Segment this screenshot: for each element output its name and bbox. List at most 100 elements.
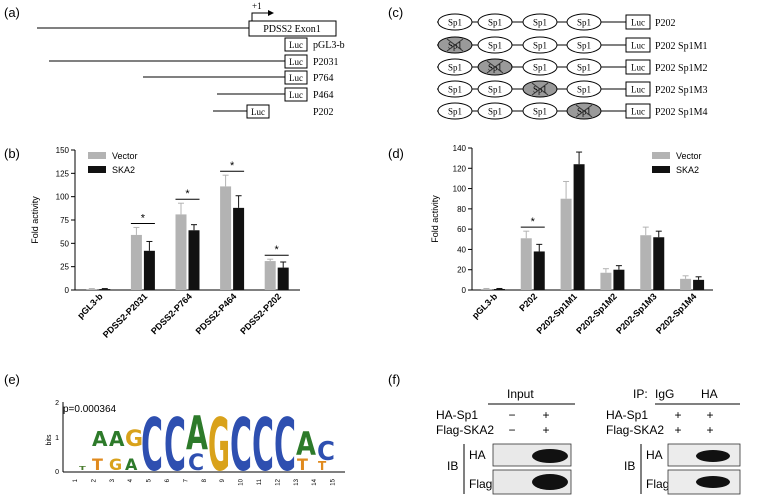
blot-flag-label-ip: Flag: [646, 477, 669, 491]
luc-box: [284, 70, 308, 85]
y-tick-label: 100: [453, 185, 467, 194]
blot-band-flag-ip: [696, 476, 730, 488]
sp1-site: [522, 58, 558, 76]
logo-letter: G: [125, 427, 143, 452]
x-tick-label: PDSS2-P2031: [101, 291, 149, 339]
bar-vector: [680, 278, 692, 290]
blot-band-ha-input: [532, 449, 568, 463]
panel-f-label: (f): [388, 372, 400, 387]
ip-igg-label: IgG: [655, 387, 674, 401]
sp1-label: Sp1: [577, 63, 591, 73]
mutation-cross: [575, 104, 593, 118]
logo-position-label: 3: [110, 478, 116, 482]
logo-letter: G: [208, 403, 230, 487]
bar-vector: [130, 234, 142, 290]
x-tick-label: PDSS2-P464: [194, 291, 239, 336]
y-tick-label: 25: [60, 263, 69, 272]
ip-ha-sp1-igg: +: [674, 408, 681, 422]
sp1-label: Sp1: [448, 85, 462, 95]
ip-flag-ska2-ha: +: [706, 423, 713, 437]
bar-ska2: [233, 207, 245, 290]
sp1-label: Sp1: [533, 18, 547, 28]
luc-label: Luc: [251, 107, 265, 117]
exon1-label: PDSS2 Exon1: [263, 24, 321, 35]
legend-label: SKA2: [676, 165, 699, 175]
sp1-label: Sp1: [577, 41, 591, 51]
y-tick-label: 100: [56, 193, 70, 202]
sp1-construct-rows: Sp1Sp1Sp1Sp1LucP202Sp1Sp1Sp1Sp1LucP202 S…: [437, 13, 708, 120]
logo-ytick: 0: [55, 469, 59, 476]
bar-vector: [640, 235, 652, 290]
logo-letter: C: [317, 437, 335, 467]
bar-ska2: [188, 230, 200, 290]
sp1-site: [437, 58, 473, 76]
bar-vector: [86, 289, 98, 290]
luc-box: [284, 87, 308, 102]
mutation-cross: [531, 82, 549, 96]
bar-ska2: [533, 251, 545, 290]
logo-letter: C: [230, 403, 252, 487]
ib-label-input: IB: [447, 459, 458, 473]
bar-ska2: [613, 269, 625, 290]
significance-star: *: [230, 160, 235, 172]
legend-swatch-vector: [88, 152, 106, 159]
construct-label: P202: [313, 107, 334, 118]
y-tick-label: 125: [56, 169, 70, 178]
blot-band-flag-input: [532, 474, 568, 490]
bar-vector: [480, 288, 492, 290]
logo-position-label: 11: [257, 478, 263, 485]
construct-label: P764: [313, 73, 334, 84]
significance-star: *: [275, 244, 280, 256]
y-tick-label: 0: [65, 286, 70, 295]
tss-arrowhead: [268, 10, 274, 16]
panel-f: (f) Input IP: IgG HA HA-Sp1 Flag-SKA2 − …: [388, 372, 741, 495]
sequence-logo: T A T A G G A C C A C G C C C A T C T: [79, 403, 335, 487]
logo-position-label: 13: [294, 478, 300, 485]
sp1-site: [477, 102, 513, 120]
legend-label: SKA2: [112, 165, 135, 175]
significance-star: *: [141, 212, 146, 224]
logo-position-label: 8: [202, 478, 208, 482]
blot-ha-label-input: HA: [469, 448, 486, 462]
logo-letter: C: [141, 403, 163, 487]
bar-ska2: [143, 250, 155, 290]
mutation-cross: [446, 38, 464, 52]
ip-ha-label: HA: [701, 387, 718, 401]
bar-ska2: [493, 288, 505, 290]
y-tick-label: 60: [457, 225, 466, 234]
x-tick-label: P202: [517, 291, 539, 313]
logo-position-label: 9: [220, 478, 226, 482]
sp1-label: Sp1: [488, 18, 502, 28]
logo-ytick: 2: [55, 400, 59, 407]
bar-vector: [560, 198, 572, 290]
logo-letter: T: [92, 455, 103, 474]
significance-star: *: [185, 188, 190, 200]
construct-label: P202 Sp1M4: [655, 107, 708, 118]
logo-letter: A: [296, 425, 316, 463]
logo-position-label: 6: [165, 478, 171, 482]
sp1-label: Sp1: [488, 107, 502, 117]
ip-row-ha-sp1-label: HA-Sp1: [606, 408, 648, 422]
sp1-label: Sp1: [448, 63, 462, 73]
row-flag-ska2-label: Flag-SKA2: [436, 423, 494, 437]
sp1-label: Sp1: [533, 63, 547, 73]
mutation-cross: [486, 60, 504, 74]
logo-position-label: 10: [239, 478, 245, 485]
legend-label: Vector: [676, 151, 702, 161]
luc-label: Luc: [289, 73, 303, 83]
panel-c-label: (c): [388, 5, 403, 20]
logo-letter: C: [252, 403, 274, 487]
significance-star: *: [531, 216, 536, 228]
construct-label: P202 Sp1M2: [655, 63, 708, 74]
luc-box: [625, 59, 651, 75]
input-flag-ska2-lane2: +: [542, 423, 549, 437]
logo-position-label: 1: [73, 478, 79, 482]
luc-label: Luc: [631, 107, 645, 117]
sp1-site: [437, 13, 473, 31]
luc-box: [284, 54, 308, 69]
y-tick-label: 120: [453, 164, 467, 173]
panel-d-label: (d): [388, 146, 404, 161]
sp1-site: [566, 13, 602, 31]
